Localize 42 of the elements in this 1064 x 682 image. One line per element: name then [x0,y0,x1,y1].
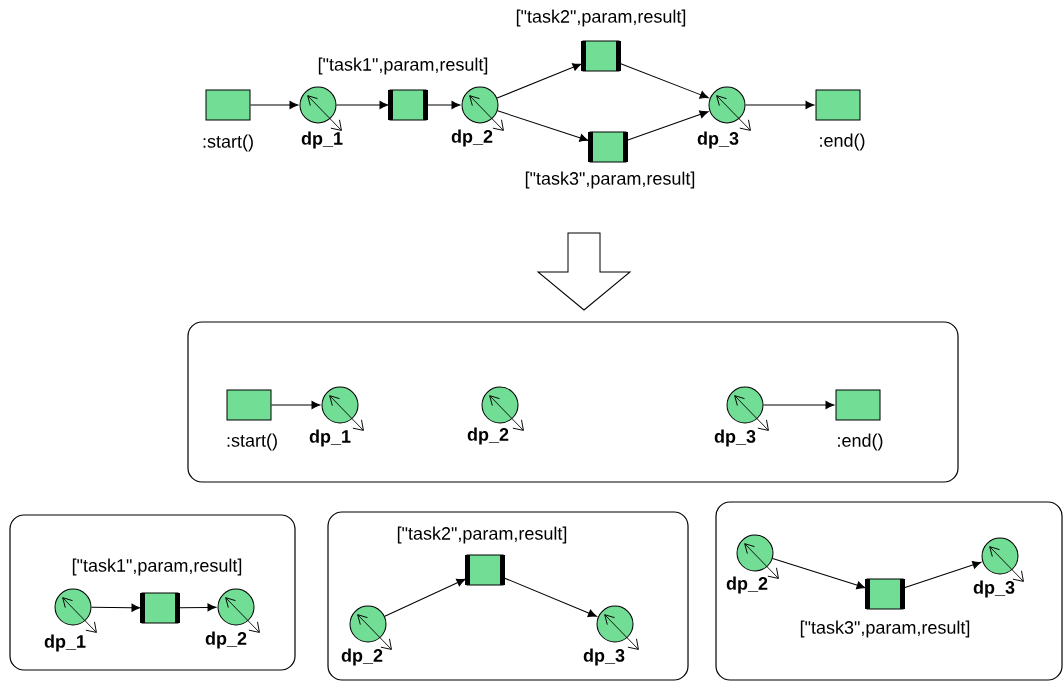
arrow [91,603,141,612]
group-frame [327,511,689,681]
task-label: ["task3",param,result] [800,620,970,638]
arrow [384,578,466,617]
place-label: dp_3 [697,131,739,149]
place-label: dp_2 [205,631,247,649]
arrow [772,558,866,590]
place-label: dp_3 [583,648,625,666]
terminal-label: :start() [203,134,253,152]
place-label: dp_2 [467,427,509,445]
group-frame [187,321,959,483]
arrow [763,400,835,410]
arrow [619,62,709,99]
task-label: ["task1",param,result] [318,57,488,75]
place-label: dp_2 [451,129,493,147]
place-label: dp_3 [973,580,1015,598]
task-label: ["task3",param,result] [525,171,695,189]
place-label: dp_2 [726,576,768,594]
arrow [903,560,982,589]
arrow [271,400,321,410]
arrow [426,100,461,110]
task-label: ["task2",param,result] [397,526,567,544]
arrow [496,63,582,99]
place-label: dp_3 [714,429,756,447]
place-label: dp_2 [341,648,383,666]
place-label: dp_1 [301,131,343,149]
terminal-label: :end() [838,433,883,451]
arrow [745,100,815,110]
group-frame [9,514,296,671]
place-label: dp_1 [309,429,351,447]
arrow [626,110,709,141]
place-label: dp_1 [44,634,86,652]
arrow [503,577,597,618]
task-label: ["task1",param,result] [72,558,242,576]
task-label: ["task2",param,result] [516,9,686,27]
group-frame [715,501,1063,681]
arrow [250,100,299,110]
arrow [336,100,389,110]
terminal-label: :end() [820,133,865,151]
terminal-label: :start() [227,433,277,451]
arrow [178,603,217,612]
arrow [497,110,589,142]
